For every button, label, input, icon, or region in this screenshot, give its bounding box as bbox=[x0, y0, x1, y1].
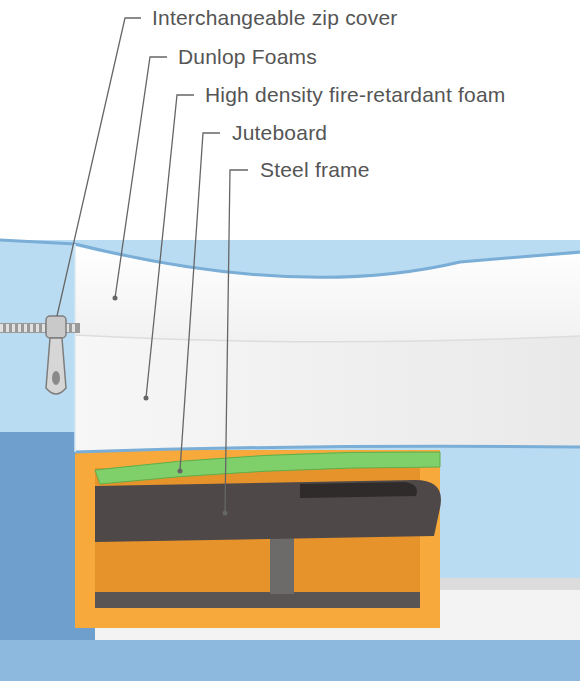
cover-bottom bbox=[0, 640, 580, 681]
foam-seam bbox=[75, 335, 580, 342]
part-label: High density fire-retardant foam bbox=[205, 83, 506, 107]
juteboard bbox=[95, 452, 440, 484]
part-label: Dunlop Foams bbox=[178, 45, 317, 69]
part-label: Juteboard bbox=[232, 121, 327, 145]
zipper bbox=[0, 316, 80, 394]
cover-background bbox=[0, 240, 580, 681]
frame-housing bbox=[75, 450, 440, 628]
cover-top-edge bbox=[0, 240, 580, 277]
part-label: Interchangeable zip cover bbox=[152, 6, 398, 30]
frame-floor bbox=[95, 592, 420, 608]
cover-fold bbox=[74, 244, 76, 452]
steel-leg bbox=[270, 530, 294, 594]
steel-frame-top bbox=[300, 482, 417, 498]
leader-dots bbox=[113, 296, 228, 516]
part-label: Steel frame bbox=[260, 158, 370, 182]
cover-bottom-edge bbox=[75, 446, 580, 452]
steel-frame bbox=[95, 480, 441, 542]
